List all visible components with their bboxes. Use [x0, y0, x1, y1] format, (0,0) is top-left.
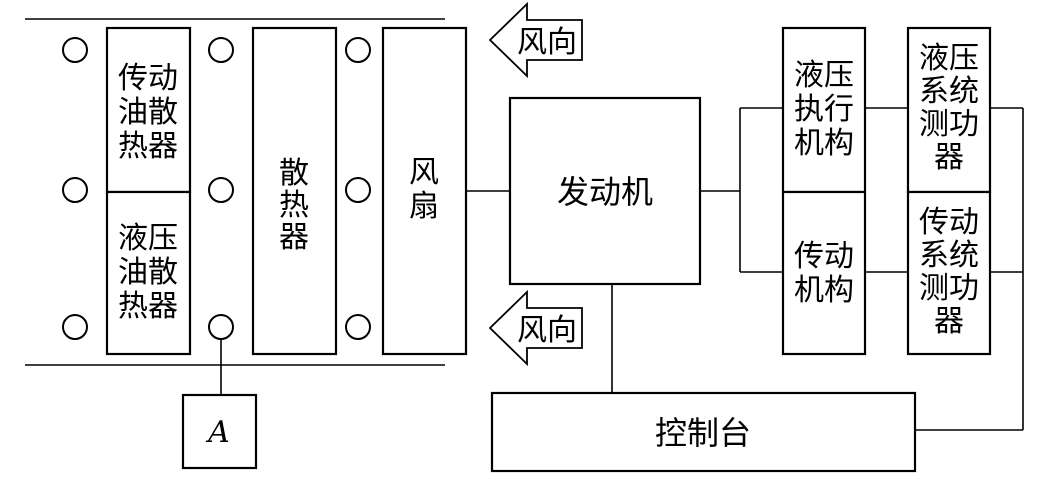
- hydraulic-oil-cooler-block: [105, 190, 192, 356]
- hydraulic-dynamometer-label: 液压: [919, 41, 979, 76]
- pipe-circle: [208, 177, 234, 203]
- pipe-circle: [62, 177, 88, 203]
- radiator-label: 器: [279, 220, 309, 255]
- pipe-circle: [62, 314, 88, 340]
- radiator-label: 散: [279, 156, 309, 191]
- pipe-circle: [345, 177, 371, 203]
- wind-direction-label: 风向: [517, 313, 577, 348]
- hydraulic-dynamometer-label: 测功: [919, 107, 979, 142]
- transmission-oil-cooler-block: [105, 26, 192, 194]
- wind-direction-arrow-icon: [488, 1, 583, 79]
- fan-label: 风: [409, 155, 439, 190]
- transmission-mechanism-label: 机构: [794, 273, 854, 308]
- transmission-dynamometer-block: [906, 190, 992, 356]
- transmission-dynamometer-label: 传动: [919, 205, 979, 240]
- pipe-circle: [62, 37, 88, 63]
- radiator-label: 热: [279, 188, 309, 223]
- hydraulic-oil-cooler-label: 油散: [118, 255, 178, 290]
- hydraulic-dynamometer-block: [906, 26, 992, 194]
- pipe-circle: [208, 37, 234, 63]
- hydraulic-actuator-label: 液压: [794, 58, 854, 93]
- engine-block: [508, 96, 702, 286]
- wind-direction-label: 风向: [517, 25, 577, 60]
- hydraulic-oil-cooler-label: 液压: [118, 221, 178, 256]
- pipe-circle-sensor: [208, 314, 234, 340]
- hydraulic-actuator-label: 执行: [794, 92, 854, 127]
- wind-direction-arrow-icon: [488, 289, 583, 367]
- radiator-block: [251, 26, 338, 356]
- engine-label: 发动机: [557, 173, 653, 211]
- fan-label: 扇: [409, 189, 439, 224]
- transmission-dynamometer-label: 器: [934, 304, 964, 339]
- fan-block: [381, 26, 468, 356]
- pipe-circle: [345, 314, 371, 340]
- hydraulic-actuator-label: 机构: [794, 126, 854, 161]
- pipe-circle: [345, 37, 371, 63]
- control-console-label: 控制台: [655, 414, 751, 452]
- transmission-dynamometer-label: 系统: [919, 238, 979, 273]
- hydraulic-dynamometer-label: 系统: [919, 74, 979, 109]
- hydraulic-actuator-block: [781, 26, 867, 194]
- control-console-block: [490, 391, 917, 473]
- transmission-dynamometer-label: 测功: [919, 271, 979, 306]
- transmission-oil-cooler-label: 热器: [118, 129, 178, 164]
- transmission-oil-cooler-label: 传动: [118, 61, 178, 96]
- sensor-a-block: [181, 393, 258, 470]
- transmission-oil-cooler-label: 油散: [118, 95, 178, 130]
- transmission-mechanism-block: [781, 190, 867, 356]
- transmission-mechanism-label: 传动: [794, 239, 854, 274]
- hydraulic-dynamometer-label: 器: [934, 140, 964, 175]
- hydraulic-oil-cooler-label: 热器: [118, 289, 178, 324]
- sensor-a-label: A: [205, 415, 230, 450]
